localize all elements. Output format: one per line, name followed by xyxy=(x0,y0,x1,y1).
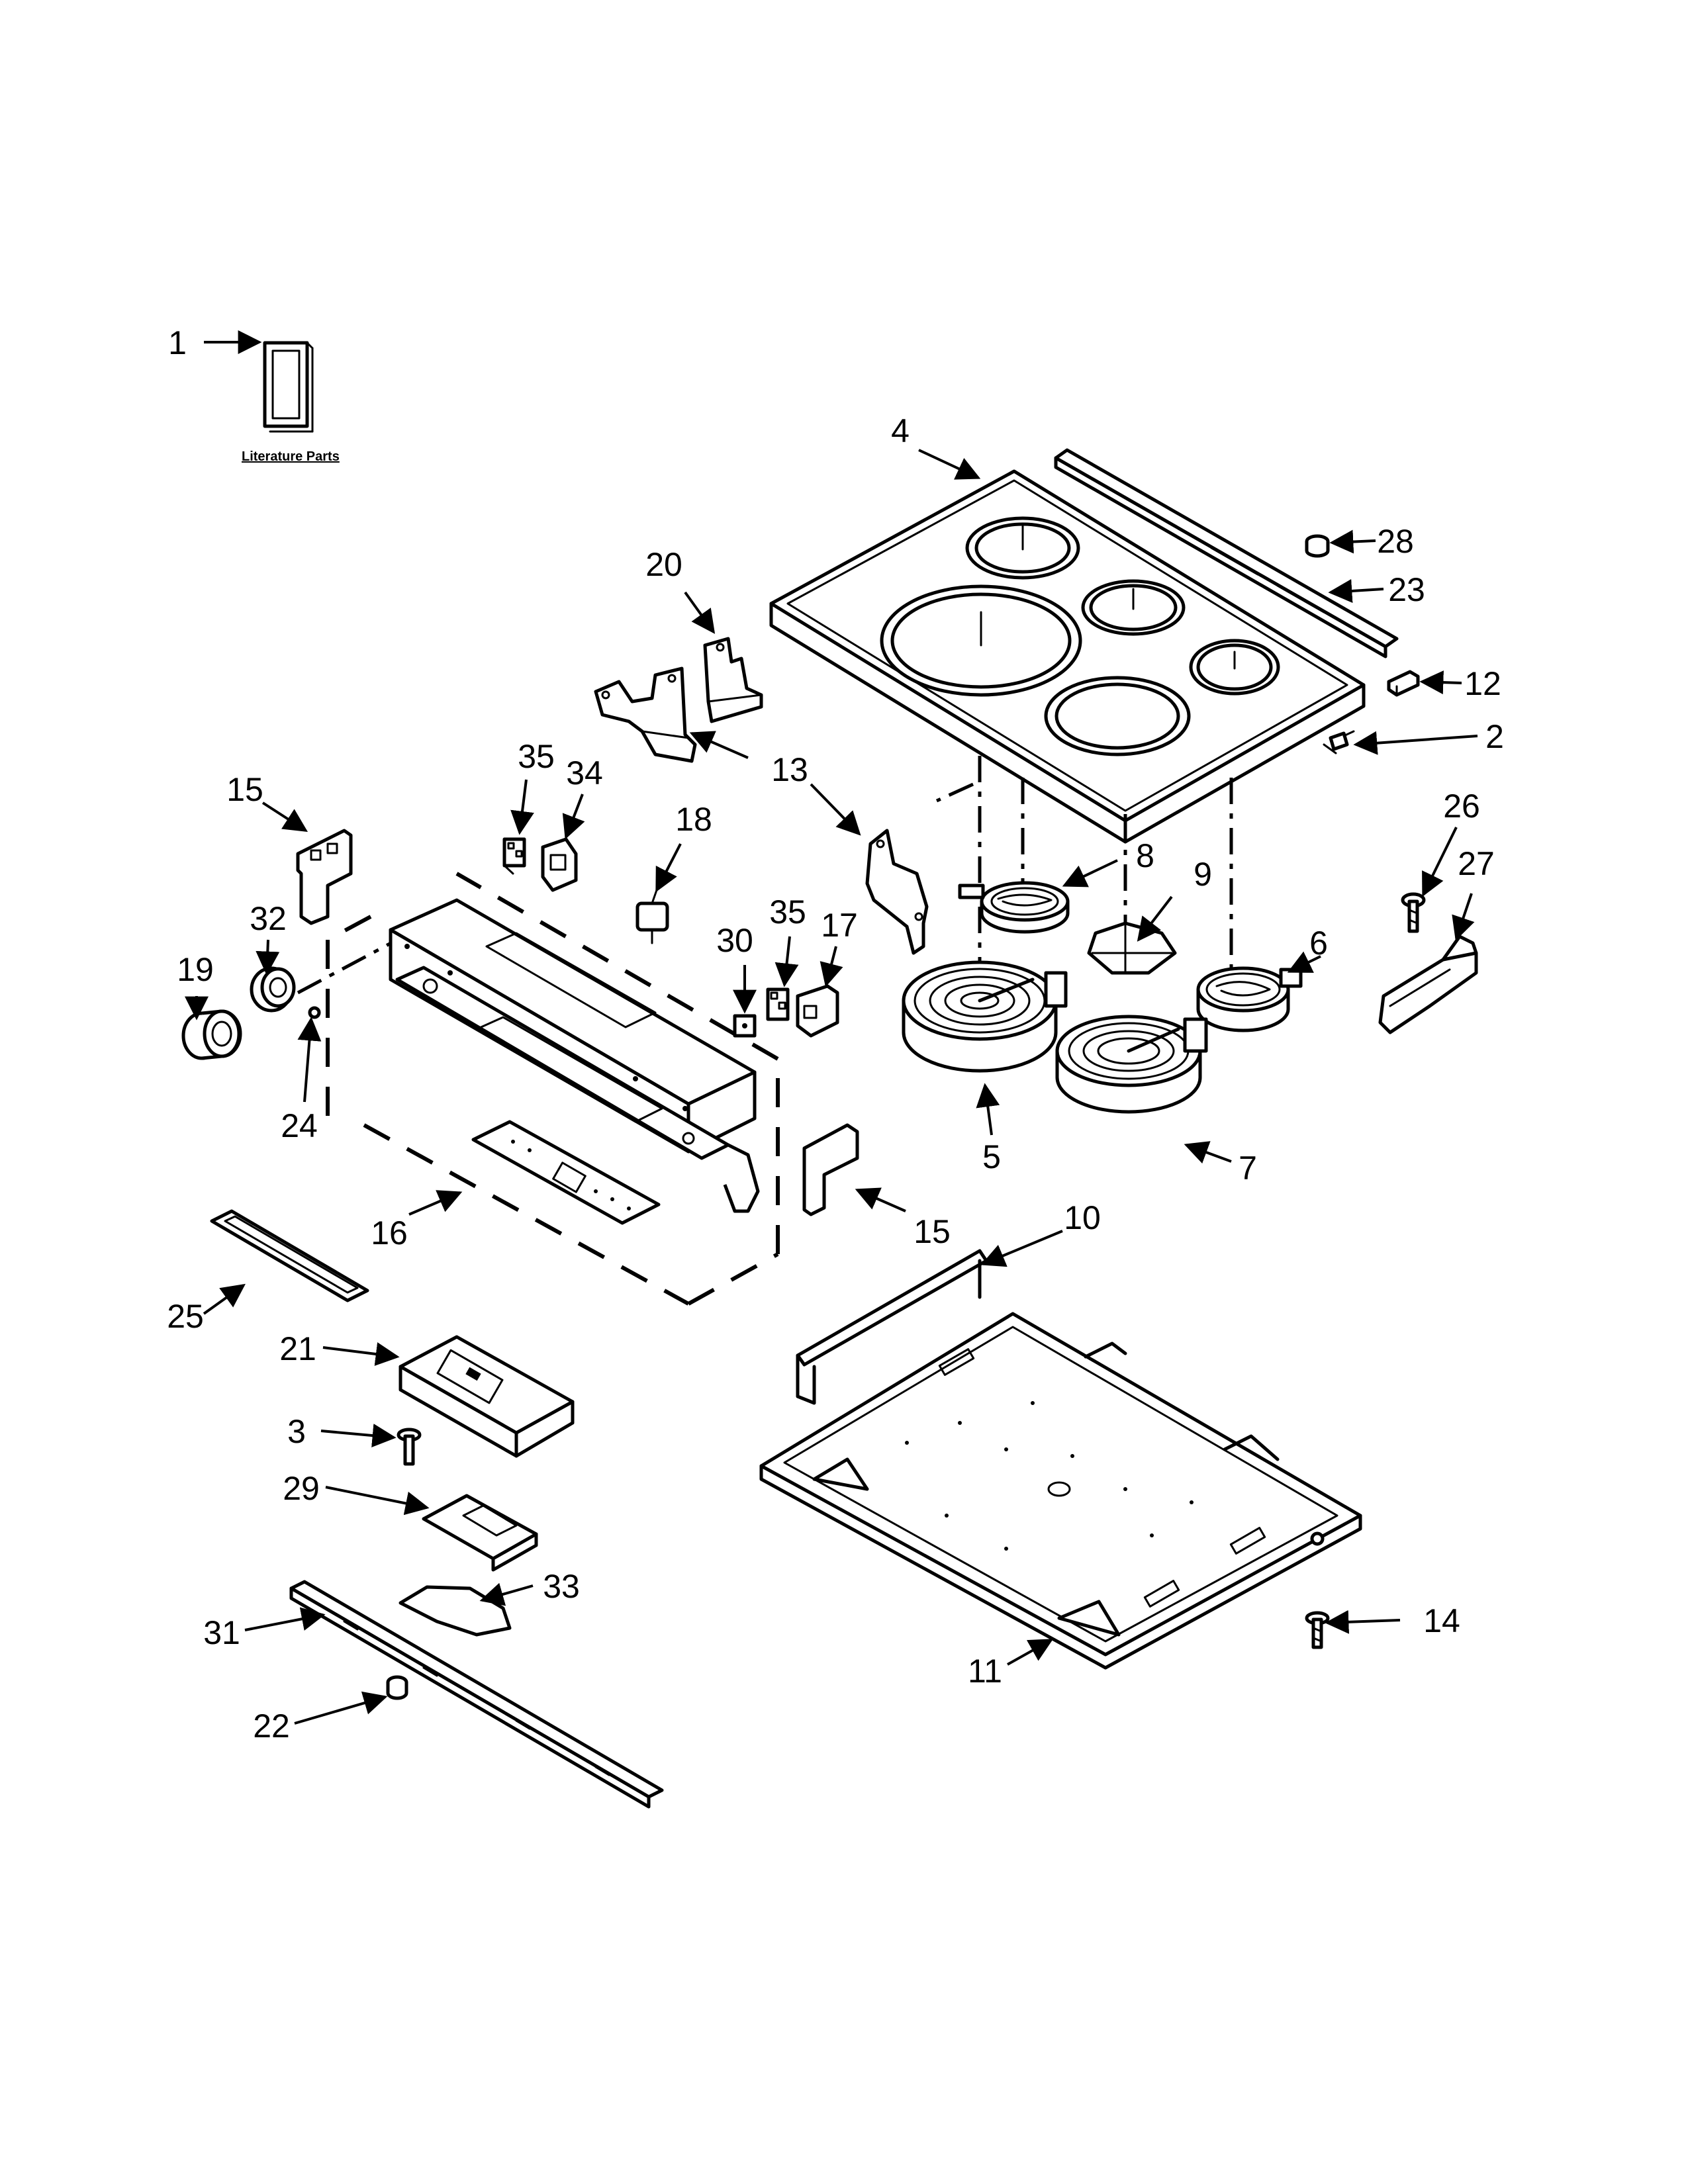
knob-axis-line xyxy=(297,938,399,995)
part-switch-34[interactable] xyxy=(541,837,578,892)
callout-15-upper: 15 xyxy=(226,771,263,808)
part-clip-24[interactable] xyxy=(308,1006,321,1019)
callout-33: 33 xyxy=(543,1568,580,1605)
part-element-medium[interactable] xyxy=(1196,966,1303,1032)
part-bracket-20[interactable] xyxy=(703,637,763,723)
part-screw-14[interactable] xyxy=(1305,1611,1330,1649)
callout-16: 16 xyxy=(371,1214,408,1251)
callout-15-lower: 15 xyxy=(914,1213,951,1250)
part-switch-17[interactable] xyxy=(796,984,839,1038)
callout-9: 9 xyxy=(1194,856,1212,893)
callout-21: 21 xyxy=(279,1330,316,1367)
callout-5: 5 xyxy=(982,1138,1001,1175)
alignment-lines xyxy=(935,756,1233,999)
callout-19: 19 xyxy=(177,951,214,988)
callout-13: 13 xyxy=(771,751,808,788)
part-element-dual[interactable] xyxy=(1055,1015,1208,1114)
part-bracket-13-right[interactable] xyxy=(865,829,929,955)
part-filter-25[interactable] xyxy=(210,1209,369,1302)
callout-35-left: 35 xyxy=(518,738,555,775)
leader-arrows xyxy=(185,330,1478,1725)
part-base-pan-11[interactable] xyxy=(759,1312,1362,1670)
callout-18: 18 xyxy=(675,801,712,838)
callout-20: 20 xyxy=(645,546,682,583)
part-element-small[interactable] xyxy=(958,881,1070,934)
part-rail-31[interactable] xyxy=(289,1580,664,1809)
callout-3: 3 xyxy=(287,1413,306,1450)
part-shield-33[interactable] xyxy=(399,1585,512,1637)
callout-23: 23 xyxy=(1388,571,1425,608)
control-panel-outline xyxy=(326,872,780,1306)
part-element-large[interactable] xyxy=(902,960,1068,1073)
callout-31: 31 xyxy=(203,1614,240,1651)
part-bracket-27[interactable] xyxy=(1378,934,1478,1034)
callout-1: 1 xyxy=(168,324,187,361)
callout-29: 29 xyxy=(283,1470,320,1507)
callout-6: 6 xyxy=(1309,925,1328,962)
part-bracket-13-left[interactable] xyxy=(594,666,697,763)
part-bezel-32[interactable] xyxy=(250,966,296,1013)
part-bracket-15-upper[interactable] xyxy=(296,829,353,925)
part-bracket-15-lower[interactable] xyxy=(802,1123,859,1216)
part-literature[interactable]: Literature Parts xyxy=(242,341,340,464)
part-cooktop-glass[interactable] xyxy=(769,469,1366,844)
callout-4: 4 xyxy=(891,412,910,449)
part-control-21[interactable] xyxy=(399,1335,575,1458)
callout-27: 27 xyxy=(1458,845,1495,882)
part-terminal-30[interactable] xyxy=(733,1014,757,1038)
callout-10: 10 xyxy=(1064,1199,1101,1236)
callout-12: 12 xyxy=(1464,665,1501,702)
callout-labels: 1 4 28 23 12 2 20 13 35 34 18 30 35 17 1… xyxy=(167,324,1504,1745)
base-pan-hole xyxy=(1310,1531,1325,1546)
part-element-cap[interactable] xyxy=(1087,921,1177,975)
part-clip[interactable] xyxy=(1387,670,1420,697)
part-sensor-18[interactable] xyxy=(635,889,669,944)
part-bumper[interactable] xyxy=(1305,534,1330,558)
part-bumper-22[interactable] xyxy=(386,1675,408,1700)
part-keypad-16[interactable] xyxy=(471,1120,661,1225)
part-knob-19[interactable] xyxy=(181,1009,242,1060)
callout-7: 7 xyxy=(1239,1150,1257,1187)
part-switch[interactable] xyxy=(1323,730,1355,754)
callout-26: 26 xyxy=(1443,788,1480,825)
part-board-bracket[interactable] xyxy=(395,966,760,1213)
callout-11: 11 xyxy=(968,1653,1002,1690)
callout-28: 28 xyxy=(1377,523,1414,560)
callout-24: 24 xyxy=(281,1107,318,1144)
callout-2: 2 xyxy=(1485,718,1504,755)
callout-22: 22 xyxy=(253,1707,290,1745)
callout-35-right: 35 xyxy=(769,893,806,931)
callout-34: 34 xyxy=(566,754,603,792)
part-relay-35-left[interactable] xyxy=(502,837,526,875)
part-bracket-29[interactable] xyxy=(422,1494,538,1572)
part-relay-35-right[interactable] xyxy=(766,987,790,1021)
callout-25: 25 xyxy=(167,1298,204,1335)
part-rear-trim[interactable] xyxy=(1054,448,1399,659)
callout-8: 8 xyxy=(1136,837,1154,874)
literature-parts-label: Literature Parts xyxy=(242,449,340,464)
part-screw-26[interactable] xyxy=(1401,892,1426,933)
callout-32: 32 xyxy=(250,900,287,937)
callout-17: 17 xyxy=(821,907,858,944)
callout-30: 30 xyxy=(716,922,753,959)
part-console-housing[interactable] xyxy=(389,898,757,1154)
part-screw-3[interactable] xyxy=(397,1428,422,1466)
callout-14: 14 xyxy=(1423,1602,1460,1639)
